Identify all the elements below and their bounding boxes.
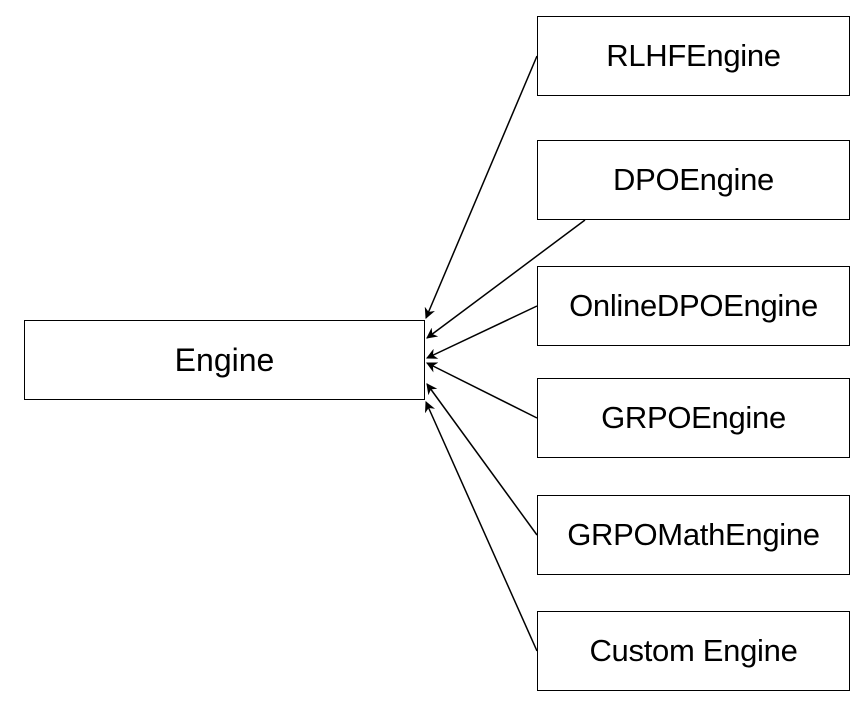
- onlinedpoengine-class-box: OnlineDPOEngine: [537, 266, 850, 346]
- arrow-onlinedpoengine-to-engine: [426, 305, 538, 359]
- rlhfengine-label: RLHFEngine: [606, 38, 781, 73]
- grpoengine-label: GRPOEngine: [601, 400, 786, 435]
- custom-engine-class-box: Custom Engine: [537, 611, 850, 691]
- grpomathengine-class-box: GRPOMathEngine: [537, 495, 850, 575]
- custom-engine-label: Custom Engine: [589, 633, 798, 668]
- arrow-customengine-to-engine: [425, 400, 538, 652]
- arrow-grpomathengine-to-engine: [426, 383, 538, 536]
- grpomathengine-label: GRPOMathEngine: [567, 517, 820, 552]
- dpoengine-class-box: DPOEngine: [537, 140, 850, 220]
- dpoengine-label: DPOEngine: [612, 162, 774, 197]
- arrow-dpoengine-to-engine: [426, 219, 586, 339]
- engine-label: Engine: [174, 341, 275, 378]
- engine-base-class-box: Engine: [24, 320, 425, 400]
- rlhfengine-class-box: RLHFEngine: [537, 16, 850, 96]
- onlinedpoengine-label: OnlineDPOEngine: [569, 288, 818, 323]
- arrow-grpoengine-to-engine: [426, 362, 538, 419]
- arrow-rlhfengine-to-engine: [424, 55, 538, 320]
- grpoengine-class-box: GRPOEngine: [537, 378, 850, 458]
